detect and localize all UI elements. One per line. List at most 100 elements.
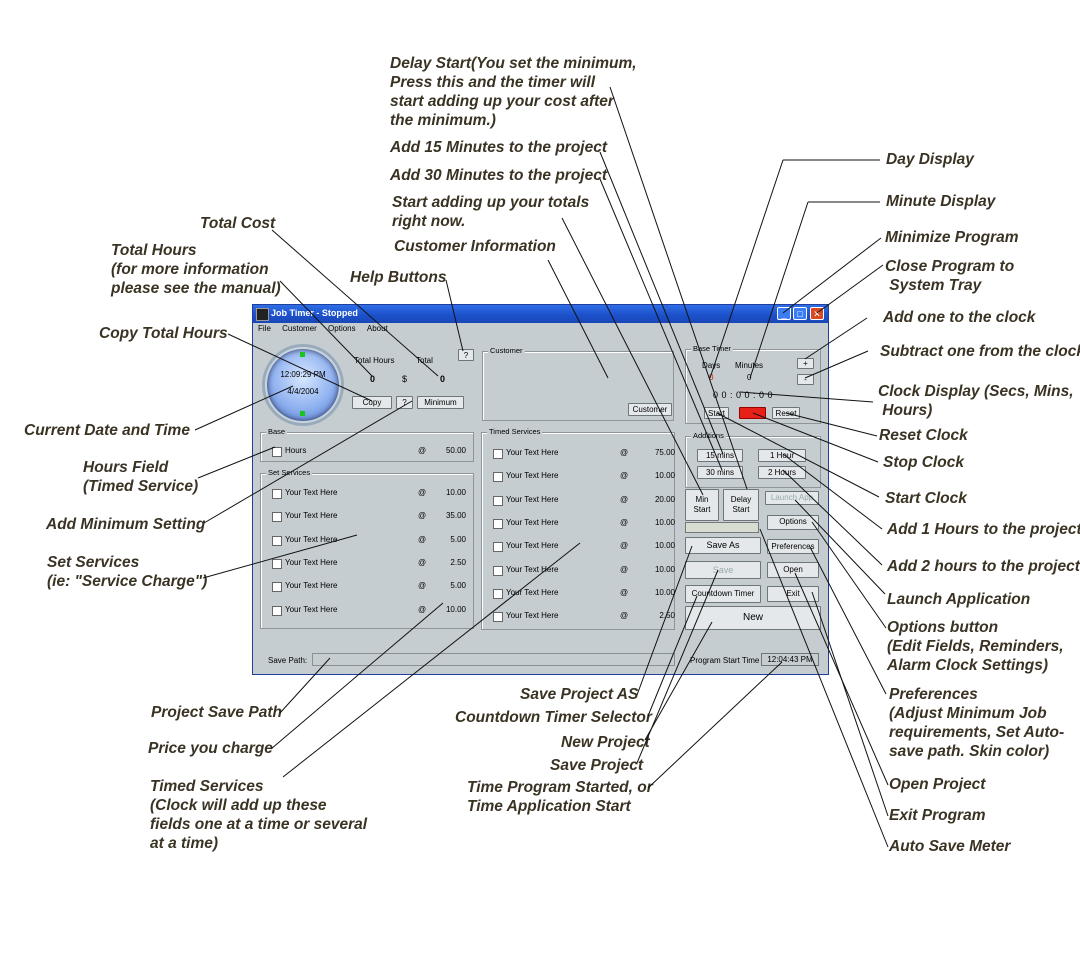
set-service-checkbox[interactable]	[272, 582, 282, 593]
annotation-clock-display: Clock Display (Secs, Mins, Hours)	[878, 383, 1074, 419]
annotation-exit-program: Exit Program	[889, 807, 986, 824]
reset-button[interactable]: Reset	[772, 407, 800, 419]
timed-service-checkbox[interactable]	[493, 472, 503, 483]
set-service-checkbox[interactable]	[272, 558, 282, 569]
menu-file[interactable]: File	[258, 324, 271, 333]
save-button[interactable]: Save	[685, 561, 761, 579]
at-sign: @	[620, 448, 629, 457]
customer-button[interactable]: Customer	[628, 403, 672, 416]
add-2-hours-button[interactable]: 2 Hours	[758, 466, 806, 479]
subtract-one-button[interactable]: -	[797, 374, 814, 385]
base-hours-row[interactable]: Hours @ 50.00	[272, 446, 472, 458]
timed-service-checkbox[interactable]	[493, 588, 503, 599]
set-service-checkbox[interactable]	[272, 605, 282, 616]
base-timer-group: Base Timer Days Minutes 0 0 + - 0 0 : 0 …	[685, 344, 821, 424]
set-service-price: 2.50	[450, 557, 466, 567]
save-path-field[interactable]	[312, 653, 675, 666]
annotation-close-tray: Close Program to System Tray	[885, 258, 1015, 294]
timed-service-checkbox[interactable]	[493, 612, 503, 623]
minutes-value: 0	[747, 373, 752, 382]
menu-about[interactable]: About	[366, 324, 388, 333]
timed-service-checkbox[interactable]	[493, 495, 503, 506]
timed-service-row[interactable]: Your Text Here @75.00	[493, 448, 678, 460]
new-button[interactable]: New	[685, 606, 821, 630]
timed-service-row[interactable]: Your Text Here@10.00	[493, 471, 678, 483]
at-sign: @	[620, 587, 629, 597]
annotation-countdown: Countdown Timer Selector	[455, 709, 652, 726]
countdown-timer-button[interactable]: Countdown Timer	[685, 585, 761, 603]
hours-checkbox[interactable]	[272, 447, 282, 457]
close-button[interactable]: ✕	[810, 307, 824, 320]
days-label: Days	[702, 361, 721, 370]
options-button[interactable]: Options	[767, 515, 819, 530]
at-sign: @	[620, 471, 629, 481]
help-button-top[interactable]: ?	[458, 349, 474, 361]
set-service-row[interactable]: Your Text Here@10.00	[272, 605, 472, 617]
add-1-hour-button[interactable]: 1 Hour	[758, 449, 806, 462]
launch-app-button[interactable]: Launch App	[765, 491, 819, 505]
add-30-mins-button[interactable]: 30 mins	[697, 466, 743, 479]
set-service-label: Your Text Here	[285, 511, 338, 521]
add-one-button[interactable]: +	[797, 358, 814, 369]
annotation-price: Price you charge	[148, 740, 273, 757]
stop-button[interactable]: Stop	[739, 407, 766, 419]
set-service-checkbox[interactable]	[272, 535, 282, 546]
set-service-row[interactable]: Your Text Here@2.50	[272, 558, 472, 570]
timed-service-row[interactable]: Your Text Here@10.00	[493, 588, 678, 600]
program-start-label: Program Start Time	[690, 656, 760, 665]
set-service-row[interactable]: Your Text Here@5.00	[272, 535, 472, 547]
annotation-add-minimum: Add Minimum Setting	[46, 516, 206, 533]
set-service-row[interactable]: Your Text Here@5.00	[272, 581, 472, 593]
title-bar[interactable]: Job Timer - Stopped _ □ ✕	[253, 305, 828, 323]
auto-save-meter	[685, 522, 759, 533]
timed-service-checkbox[interactable]	[493, 542, 503, 553]
timed-service-checkbox[interactable]	[493, 449, 503, 459]
delay-start-button[interactable]: Delay Start	[723, 489, 759, 521]
annotation-options: Options button (Edit Fields, Reminders, …	[887, 619, 1064, 674]
set-service-price: 5.00	[450, 581, 466, 591]
open-button[interactable]: Open	[767, 562, 819, 578]
timed-service-price: 75.00	[654, 448, 675, 457]
preferences-button[interactable]: Preferences	[767, 539, 819, 554]
timed-service-checkbox[interactable]	[493, 565, 503, 576]
minimum-button[interactable]: Minimum	[417, 396, 464, 409]
set-service-checkbox[interactable]	[272, 489, 282, 499]
annotation-minute-display: Minute Display	[886, 193, 996, 210]
maximize-button[interactable]: □	[793, 307, 807, 320]
timed-service-row[interactable]: Your Text Here@20.00	[493, 495, 678, 507]
timed-service-label: Your Text Here	[506, 471, 559, 481]
annotation-timed-services: Timed Services (Clock will add up these …	[150, 778, 368, 852]
minimize-button[interactable]: _	[777, 307, 791, 320]
timed-services-legend: Timed Services	[487, 427, 543, 436]
timed-service-label: Your Text Here	[506, 564, 559, 574]
days-value: 0	[709, 373, 714, 382]
set-service-price: 10.00	[445, 604, 466, 614]
window-title: Job Timer - Stopped	[271, 308, 358, 318]
at-sign: @	[620, 517, 629, 527]
menu-options[interactable]: Options	[328, 324, 356, 333]
additions-group: Additions 15 mins 1 Hour 30 mins 2 Hours	[685, 431, 821, 488]
save-as-button[interactable]: Save As	[685, 537, 761, 554]
job-timer-window: Job Timer - Stopped _ □ ✕ File Customer …	[252, 304, 829, 675]
exit-button[interactable]: Exit	[767, 586, 819, 602]
start-button[interactable]: Start	[704, 407, 729, 419]
min-start-button[interactable]: Min Start	[685, 489, 719, 521]
timed-service-row[interactable]: Your Text Here@10.00	[493, 541, 678, 553]
timed-service-row[interactable]: Your Text Here@2.50	[493, 611, 678, 623]
annotation-minimize: Minimize Program	[885, 229, 1019, 246]
set-service-row[interactable]: Your Text Here@10.00	[272, 488, 472, 500]
copy-hours-button[interactable]: Copy	[352, 396, 392, 409]
add-15-mins-button[interactable]: 15 mins	[697, 449, 743, 462]
set-service-row[interactable]: Your Text Here@35.00	[272, 511, 472, 523]
timed-service-price: 10.00	[654, 517, 675, 527]
menu-customer[interactable]: Customer	[282, 324, 317, 333]
set-service-checkbox[interactable]	[272, 512, 282, 523]
timed-service-label: Your Text Here	[506, 448, 559, 457]
timed-service-checkbox[interactable]	[493, 518, 503, 529]
timed-service-row[interactable]: Your Text Here@10.00	[493, 565, 678, 577]
timed-service-price: 2.50	[659, 611, 675, 621]
at-sign: @	[418, 534, 427, 544]
at-sign: @	[620, 564, 629, 574]
help-button-minimum[interactable]: ?	[396, 396, 413, 409]
timed-service-row[interactable]: Your Text Here@10.00	[493, 518, 678, 530]
